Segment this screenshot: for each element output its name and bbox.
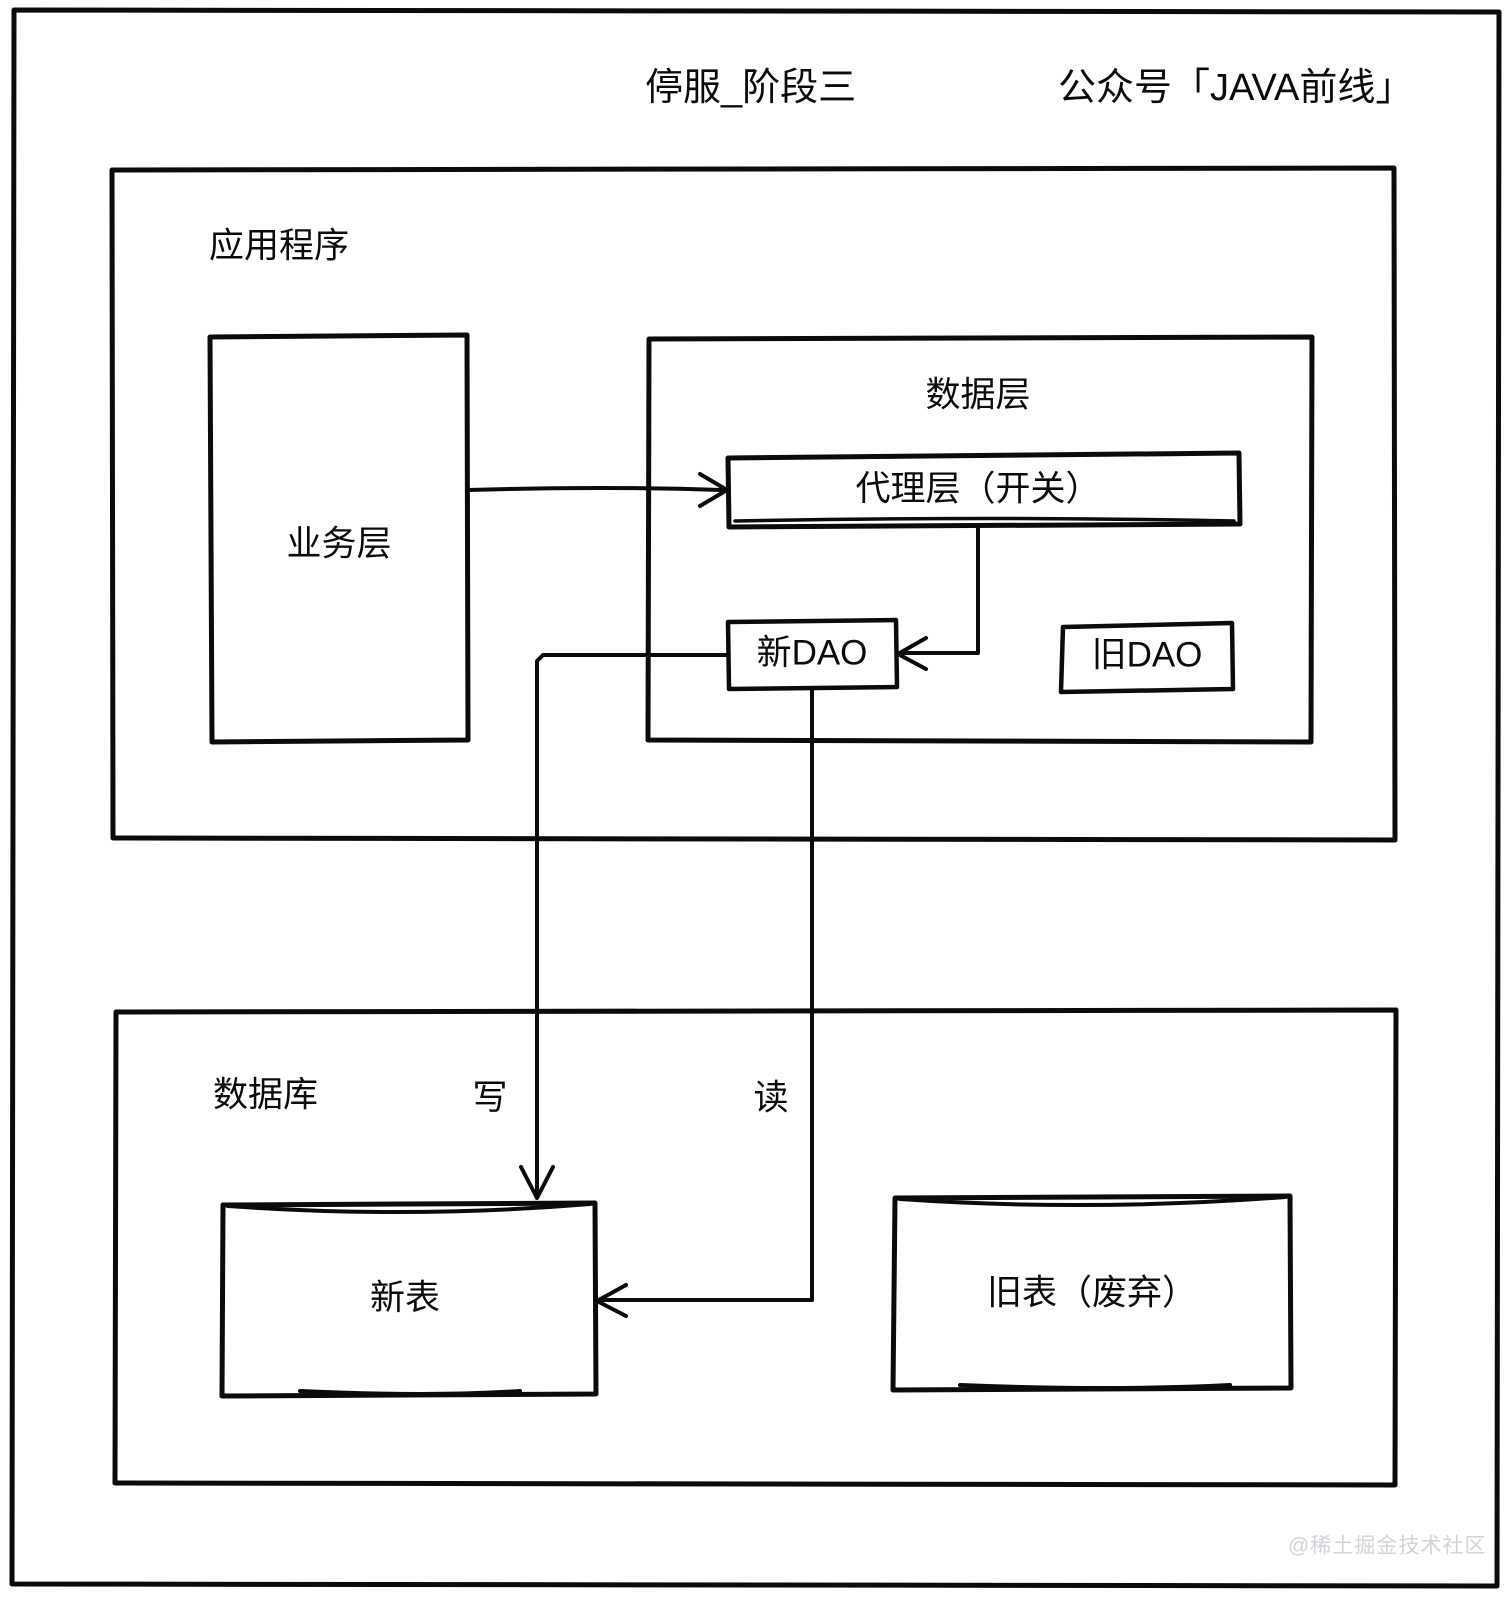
edge-read-arrowhead [595, 1283, 628, 1318]
new-dao-label: 新DAO [757, 633, 868, 672]
database-label: 数据库 [213, 1075, 318, 1114]
proxy-layer-inner-shade [733, 516, 1236, 523]
proxy-layer-box [725, 450, 1243, 530]
edge-write-new-dao-to-new-table [535, 653, 730, 1194]
new-table-label: 新表 [370, 1278, 440, 1317]
write-edge-label: 写 [472, 1078, 507, 1117]
edge-business-to-proxy-arrowhead [698, 472, 729, 508]
old-table-bottom-shade [958, 1383, 1232, 1390]
edge-read-new-dao-to-new-table [600, 687, 814, 1302]
page-border [9, 7, 1502, 1589]
new-table-top-shade [226, 1202, 592, 1215]
data-layer-label: 数据层 [925, 375, 1030, 414]
application-container [109, 165, 1398, 843]
edge-proxy-to-new-dao-arrowhead [896, 636, 928, 671]
old-dao-box [1058, 620, 1236, 695]
old-table-box [890, 1193, 1294, 1393]
diagram-title-right: 公众号「JAVA前线」 [1058, 67, 1413, 109]
proxy-layer-label: 代理层（开关） [855, 469, 1100, 508]
data-layer-container [645, 334, 1315, 745]
diagram-title-left: 停服_阶段三 [645, 67, 856, 109]
edge-proxy-to-new-dao [901, 525, 980, 655]
new-table-box [219, 1200, 599, 1399]
edge-write-arrowhead [519, 1165, 555, 1200]
edge-business-to-proxy [466, 486, 724, 492]
new-dao-box [725, 617, 900, 692]
business-layer-label: 业务层 [286, 524, 391, 563]
read-edge-label: 读 [753, 1078, 788, 1117]
old-table-top-shade [898, 1195, 1287, 1208]
database-container [112, 1007, 1399, 1488]
watermark: @稀土掘金技术社区 [1288, 1535, 1486, 1558]
application-label: 应用程序 [209, 226, 349, 265]
new-table-bottom-shade [298, 1389, 522, 1396]
old-table-label: 旧表（废弃） [987, 1273, 1197, 1312]
old-dao-label: 旧DAO [1092, 635, 1203, 674]
business-layer-box [207, 332, 471, 745]
